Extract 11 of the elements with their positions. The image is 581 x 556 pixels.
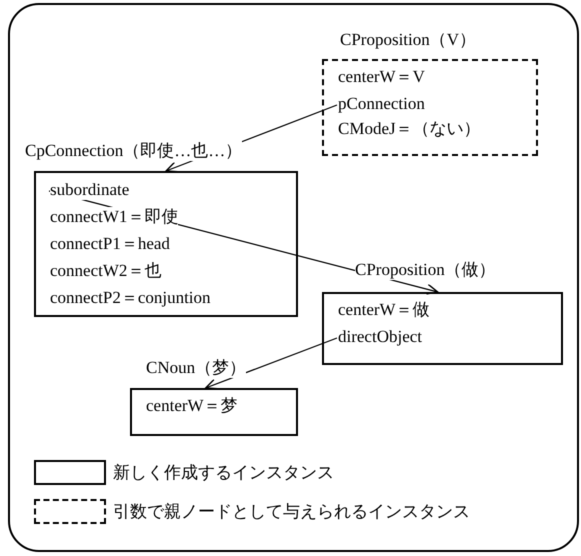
class-heading: CpConnection（即使…也…） (25, 141, 242, 161)
class-heading: CNoun（梦） (146, 358, 246, 378)
field-text: subordinate (50, 180, 130, 200)
field-text: directObject (338, 327, 422, 347)
field-text: connectW2＝也 (50, 261, 162, 281)
arrow (204, 337, 338, 390)
field-text: centerW＝做 (338, 300, 430, 320)
field-text: centerW＝梦 (146, 396, 238, 416)
legend-text: 引数で親ノードとして与えられるインスタンス (113, 502, 470, 522)
legend-text: 新しく作成するインスタンス (113, 463, 334, 483)
field-text: connectW1＝即使 (50, 207, 178, 227)
